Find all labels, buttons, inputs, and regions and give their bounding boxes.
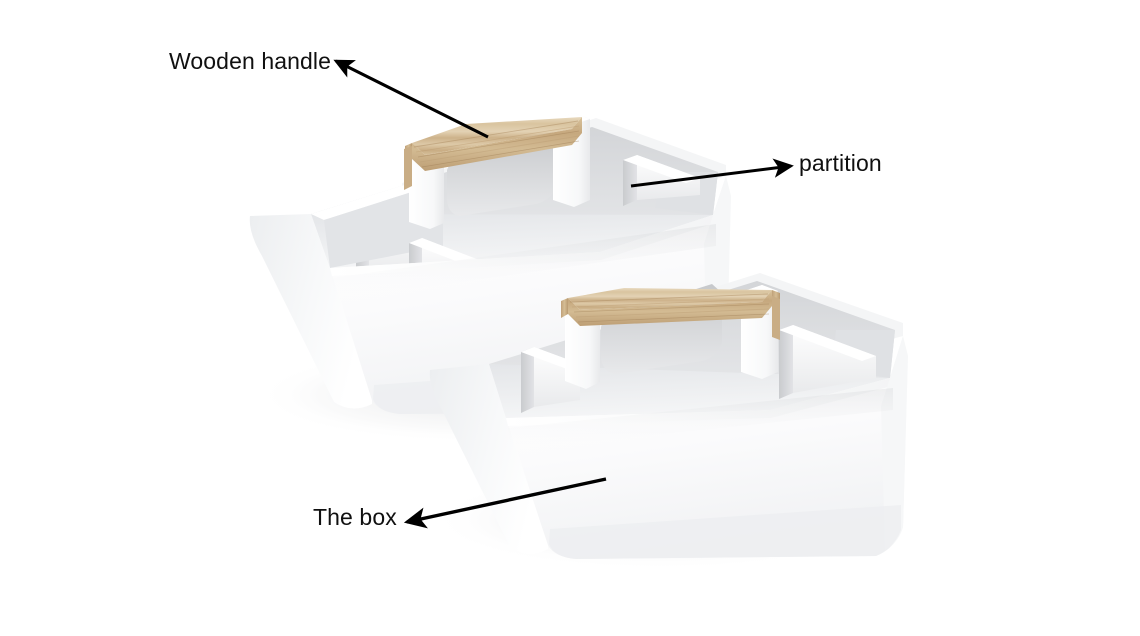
partition-arrow: [630, 158, 794, 188]
lower-caddy: [429, 273, 908, 559]
upper-caddy-handle-wood-grain: [413, 120, 580, 168]
lower-caddy-bottom-shade: [549, 505, 901, 559]
upper-caddy-handle-wood-front: [412, 117, 582, 171]
lower-caddy-handle: [561, 284, 780, 389]
lower-caddy-handle-wood-stub-right: [772, 296, 780, 340]
callout-label-wooden-handle: Wooden handle: [169, 48, 332, 74]
lower-caddy-front-shade: [508, 388, 893, 450]
callout-label-the-box: The box: [313, 504, 397, 530]
upper-caddy-front-shade: [332, 224, 716, 300]
lower-caddy-handle-wood-top: [568, 288, 772, 310]
callout-label-partition: partition: [799, 150, 882, 176]
upper-caddy-left-end-face: [249, 214, 372, 409]
lower-caddy-left-end-face: [429, 364, 548, 555]
lower-caddy-handle-wood-front: [568, 290, 772, 326]
upper-caddy-handle: [404, 113, 590, 229]
upper-caddy-handle-wood-stub: [404, 146, 412, 190]
lower-caddy-handle-wood-grain: [569, 293, 770, 323]
lower-caddy-front-face: [506, 336, 908, 559]
lower-caddy-handle-wood-end-left: [561, 298, 568, 318]
the-box-arrow: [403, 477, 607, 529]
upper-caddy-partition-right: [623, 155, 700, 206]
lower-caddy-partition-right: [779, 325, 876, 399]
annotation-arrows: [333, 59, 794, 529]
wooden-handle-arrow: [333, 59, 489, 139]
upper-caddy-handle-wood-top: [412, 117, 582, 155]
